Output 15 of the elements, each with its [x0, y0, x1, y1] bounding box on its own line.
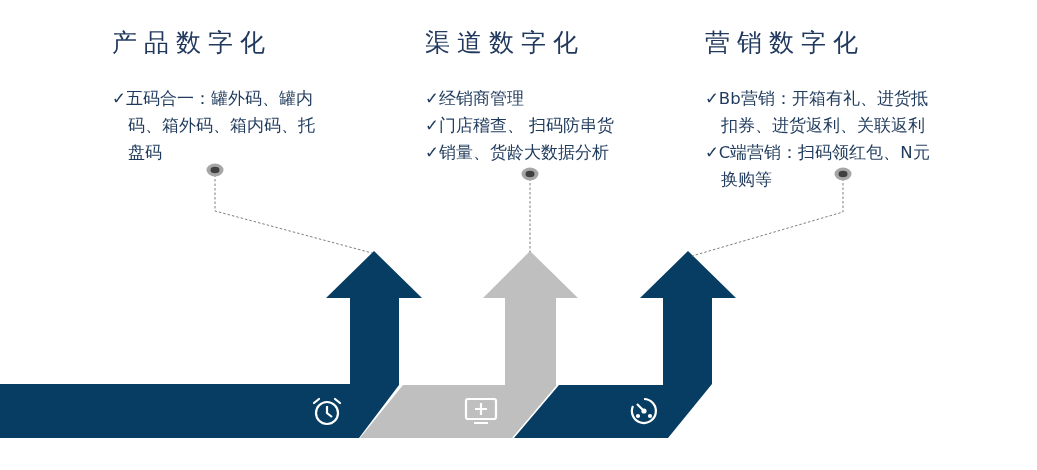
- bullet-text: ✓C端营销：扫码领红包、N元换购等: [705, 142, 931, 191]
- bullet-text: ✓经销商管理: [425, 88, 525, 110]
- heading: 产品数字化: [112, 27, 273, 59]
- bullet-text: ✓Bb营销：开箱有礼、进货抵扣券、进货返利、关联返利: [705, 88, 929, 137]
- bullet-text: ✓销量、货龄大数据分析: [425, 142, 610, 164]
- heading: 营销数字化: [705, 27, 866, 59]
- band-segment: [0, 251, 422, 438]
- leader-line: [206, 163, 373, 254]
- bullet-text: ✓五码合一：罐外码、罐内码、箱外码、箱内码、托盘码: [112, 88, 316, 164]
- leader-line: [521, 167, 539, 253]
- band-segment: [360, 251, 578, 438]
- leader-line: [691, 167, 852, 257]
- heading: 渠道数字化: [425, 27, 586, 59]
- band-segment: [514, 251, 736, 438]
- bullet-text: ✓门店稽查、 扫码防串货: [425, 115, 616, 137]
